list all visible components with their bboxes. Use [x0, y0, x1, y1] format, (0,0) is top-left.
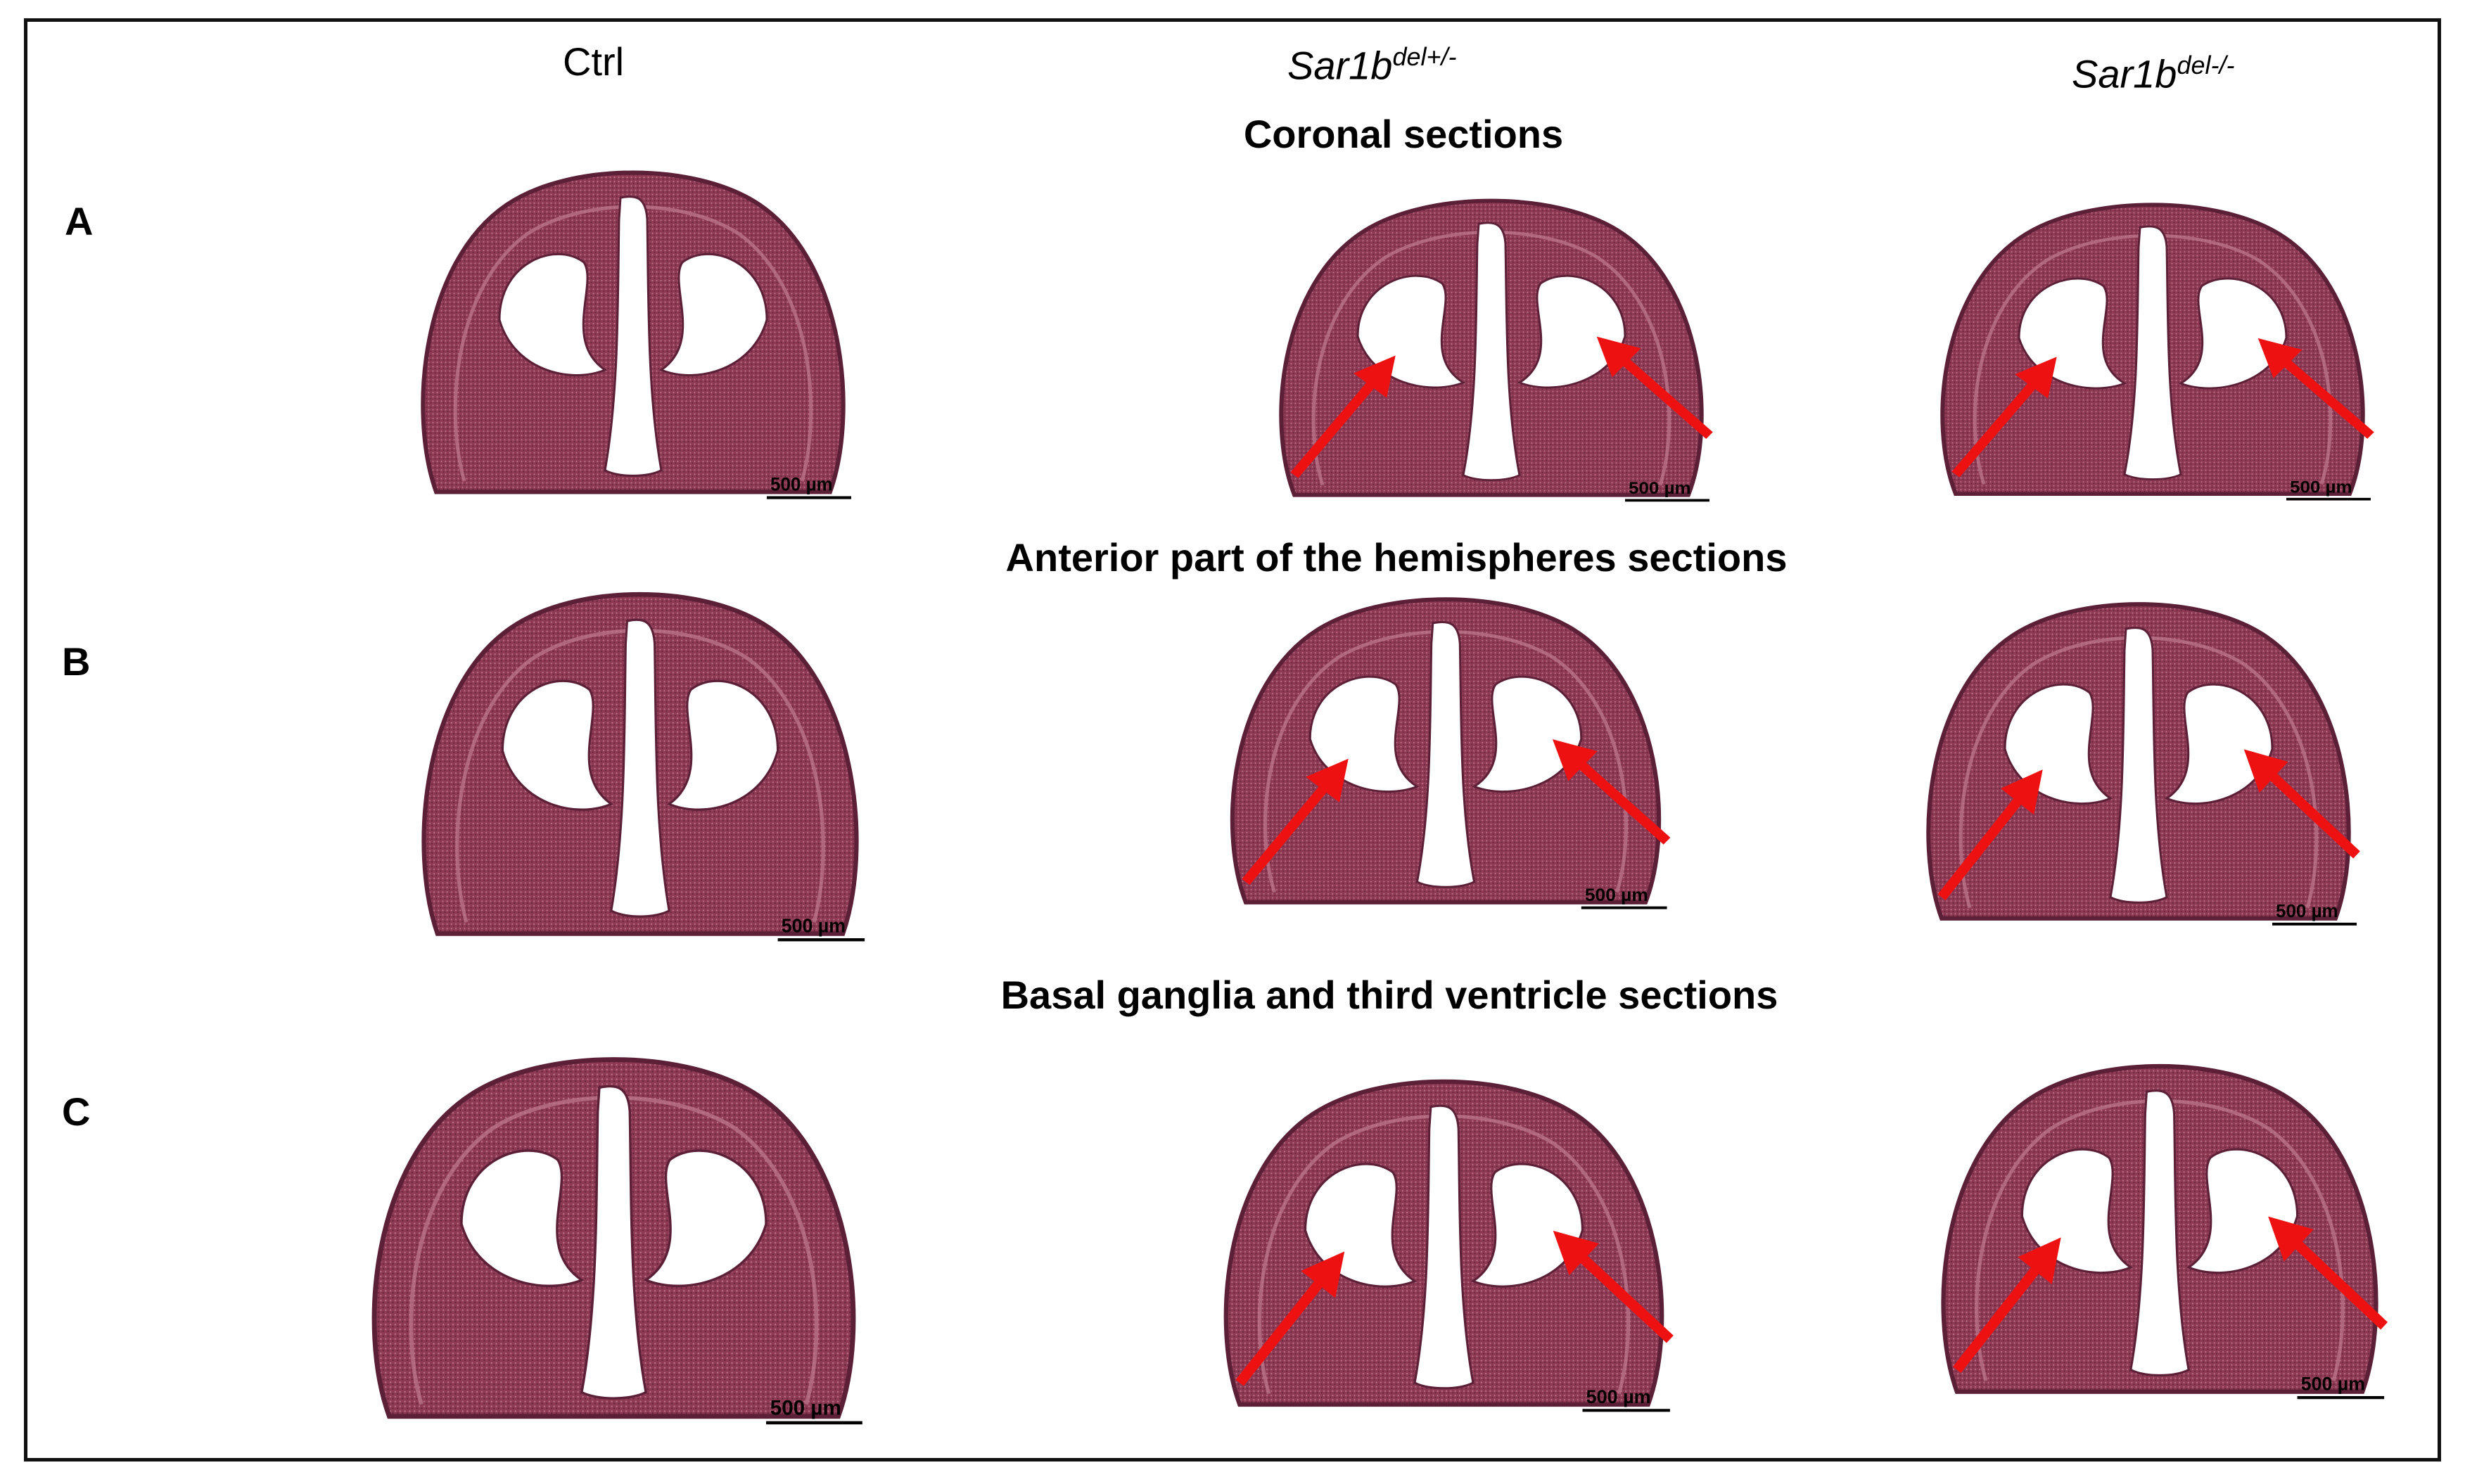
third-ventricle: [1413, 1104, 1474, 1390]
third-ventricle: [2123, 225, 2182, 480]
lateral-ventricle-right: [666, 679, 779, 811]
column-header-ko: Sar1bdel-/-: [2072, 51, 2234, 97]
lateral-ventricle-left: [2018, 277, 2127, 390]
column-header-het: Sar1bdel+/-: [1287, 42, 1457, 89]
third-ventricle: [604, 195, 663, 477]
third-ventricle: [1415, 620, 1476, 888]
lateral-ventricle-left: [2020, 1148, 2134, 1274]
third-ventricle: [1462, 222, 1521, 482]
red-arrow-icon: [2268, 1216, 2388, 1330]
panel-a-ko: 500 µm: [1913, 188, 2392, 513]
red-arrow-icon: [1553, 1230, 1674, 1343]
panel-b-ctrl: 500 µm: [394, 575, 886, 957]
lateral-ventricle-left: [1356, 274, 1466, 389]
lateral-ventricle-right: [1470, 1163, 1584, 1288]
lateral-ventricle-left: [498, 252, 608, 376]
panel-c-ko: 500 µm: [1913, 1048, 2406, 1414]
section-title-b: Anterior part of the hemispheres section…: [1005, 535, 1788, 580]
red-arrow-icon: [2257, 338, 2374, 439]
gene-name: Sar1b: [2072, 51, 2177, 96]
genotype-superscript: del-/-: [2177, 51, 2235, 79]
scale-bar-label: 500 µm: [2276, 900, 2338, 921]
lateral-ventricle-right: [1517, 274, 1626, 389]
panel-c-het: 500 µm: [1196, 1063, 1692, 1426]
scale-bar-label: 500 µm: [770, 473, 833, 494]
third-ventricle: [2109, 627, 2168, 904]
scale-bar-label: 500 µm: [2290, 478, 2352, 497]
section-title-c: Basal ganglia and third ventricle sectio…: [1000, 973, 1778, 1017]
red-arrow-icon: [1242, 758, 1349, 885]
scale-bar-label: 500 µm: [2301, 1374, 2365, 1395]
lateral-ventricle-right: [1472, 675, 1583, 793]
panel-a-het: 500 µm: [1252, 184, 1731, 515]
section-title-a: Coronal sections: [1243, 112, 1564, 156]
panel-b-ko: 500 µm: [1899, 587, 2378, 940]
lateral-ventricle-right: [2178, 277, 2288, 390]
red-arrow-icon: [1951, 357, 2057, 478]
panel-c-ctrl: 500 µm: [341, 1040, 886, 1440]
red-arrow-icon: [1953, 1237, 2061, 1374]
scale-bar-label: 500 µm: [1585, 886, 1648, 905]
lateral-ventricle-left: [1304, 1163, 1418, 1288]
lateral-ventricle-left: [1308, 675, 1420, 793]
panel-b-het: 500 µm: [1203, 582, 1688, 923]
red-arrow-icon: [1290, 355, 1396, 478]
row-label-b: B: [62, 639, 91, 684]
genotype-superscript: del+/-: [1392, 42, 1457, 71]
lateral-ventricle-right: [2164, 683, 2274, 805]
scale-bar-label: 500 µm: [1586, 1386, 1651, 1407]
third-ventricle: [610, 618, 670, 918]
lateral-ventricle-left: [501, 679, 614, 811]
lateral-ventricle-right: [658, 252, 768, 376]
lateral-ventricle-right: [2186, 1148, 2299, 1274]
row-label-c: C: [62, 1089, 91, 1134]
scale-bar-label: 500 µm: [1629, 479, 1691, 498]
red-arrow-icon: [1235, 1251, 1345, 1386]
lateral-ventricle-left: [460, 1149, 585, 1288]
lateral-ventricle-left: [2004, 683, 2113, 805]
scale-bar-label: 500 µm: [770, 1397, 841, 1420]
third-ventricle: [580, 1085, 647, 1400]
third-ventricle: [2129, 1089, 2190, 1376]
panel-a-ctrl: 500 µm: [394, 155, 872, 513]
row-label-a: A: [65, 199, 94, 243]
red-arrow-icon: [1937, 769, 2043, 901]
red-arrow-icon: [2243, 749, 2360, 859]
column-header-ctrl: Ctrl: [563, 39, 625, 84]
gene-name: Sar1b: [1287, 43, 1393, 88]
lateral-ventricle-right: [643, 1149, 767, 1288]
scale-bar-label: 500 µm: [782, 914, 846, 937]
red-arrow-icon: [1596, 336, 1713, 440]
red-arrow-icon: [1552, 739, 1671, 845]
